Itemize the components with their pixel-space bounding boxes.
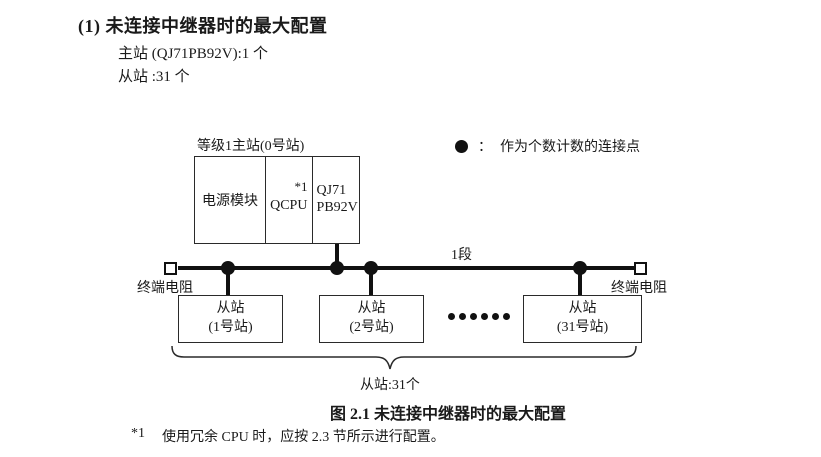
slave-name: 从站 <box>216 301 245 317</box>
slave-station-number: (2号站) <box>349 320 394 335</box>
terminating-resistor-right-icon <box>634 262 647 275</box>
terminating-resistor-right-label: 终端电阻 <box>611 281 667 296</box>
master-station-label: 等级1主站(0号站) <box>197 139 305 154</box>
cpu-cell: *1 QCPU <box>265 157 311 243</box>
slave1-drop-line <box>226 268 230 295</box>
connection-point-dot <box>364 261 378 275</box>
slave-total-label: 从站:31个 <box>360 378 420 393</box>
slave-group-brace <box>171 345 637 370</box>
master-drop-line <box>335 244 339 268</box>
segment-label: 1段 <box>451 248 472 263</box>
cpu-label: QCPU <box>270 198 308 213</box>
module-name-line2: PB92V <box>316 200 358 215</box>
legend: ： 作为个数计数的连接点 <box>455 136 640 156</box>
figure-caption: 图 2.1 未连接中继器时的最大配置 <box>329 406 566 423</box>
slave-station-1-box: 从站 (1号站) <box>178 295 283 343</box>
slave-name: 从站 <box>357 301 386 317</box>
slave-station-number: (1号站) <box>208 320 253 335</box>
section-title: (1) 未连接中继器时的最大配置 <box>78 16 328 36</box>
slave-count-line: 从站 :31 个 <box>118 69 190 85</box>
connection-point-icon <box>455 139 468 153</box>
connection-point-dot <box>573 261 587 275</box>
bus-line <box>178 266 635 270</box>
footnote: *1 使用冗余 CPU 时，应按 2.3 节所示进行配置。 <box>131 426 445 446</box>
slave31-drop-line <box>578 268 582 295</box>
terminating-resistor-left-icon <box>164 262 177 275</box>
connection-point-dot <box>221 261 235 275</box>
master-station-box: 电源模块 *1 QCPU QJ71 PB92V <box>194 156 360 244</box>
footnote-marker: *1 <box>131 426 145 441</box>
slave-station-2-box: 从站 (2号站) <box>319 295 424 343</box>
connection-point-dot <box>330 261 344 275</box>
legend-colon: ： <box>478 140 492 155</box>
module-name-line1: QJ71 <box>316 183 347 199</box>
power-module-label: 电源模块 <box>202 194 259 209</box>
slave2-drop-line <box>369 268 373 295</box>
legend-text: 作为个数计数的连接点 <box>500 140 640 155</box>
slave-station-number: (31号站) <box>556 320 609 335</box>
power-module-cell: 电源模块 <box>195 157 265 243</box>
pb92v-module-cell: QJ71 PB92V <box>311 157 359 243</box>
footnote-text: 使用冗余 CPU 时，应按 2.3 节所示进行配置。 <box>162 430 445 445</box>
ellipsis-dots <box>448 313 510 320</box>
slave-name: 从站 <box>568 301 597 317</box>
master-count-line: 主站 (QJ71PB92V):1 个 <box>118 46 269 62</box>
cpu-footnote-marker: *1 <box>294 179 308 194</box>
slave-station-31-box: 从站 (31号站) <box>523 295 642 343</box>
terminating-resistor-left-label: 终端电阻 <box>137 281 193 296</box>
